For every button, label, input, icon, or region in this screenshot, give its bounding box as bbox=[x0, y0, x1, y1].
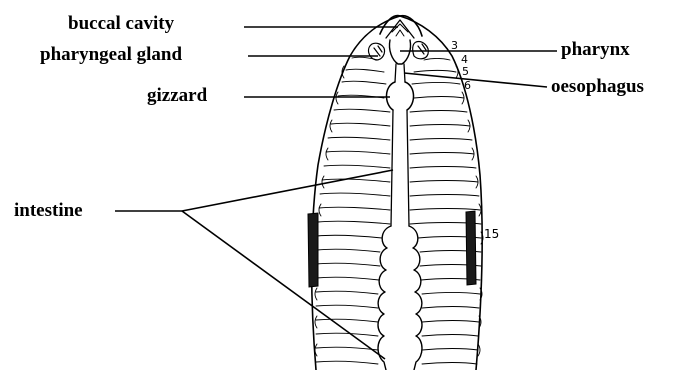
leader-intestine-upper bbox=[182, 170, 393, 211]
pharynx-shape bbox=[389, 40, 410, 64]
leader-intestine-lower bbox=[182, 211, 385, 359]
mouth-lines bbox=[392, 24, 408, 36]
label-buccal-cavity: buccal cavity bbox=[68, 14, 174, 33]
segment-number-4: 4 bbox=[461, 54, 468, 65]
clitellum-left bbox=[308, 213, 318, 287]
clitellum-right bbox=[466, 211, 476, 285]
segment-number-6: 6 bbox=[464, 80, 471, 91]
label-pharynx: pharynx bbox=[561, 40, 630, 59]
gizzard-shape bbox=[386, 82, 413, 110]
intestine-sacculated-right bbox=[409, 226, 422, 370]
label-pharyngeal-gland: pharyngeal gland bbox=[40, 45, 182, 64]
pharyngeal-gland-left bbox=[369, 43, 385, 60]
segment-number-3: 3 bbox=[451, 40, 458, 51]
buccal-cavity-shape bbox=[386, 20, 414, 38]
label-intestine: intestine bbox=[14, 201, 83, 220]
segment-number-5: 5 bbox=[462, 66, 469, 77]
oesophagus-shape bbox=[395, 64, 405, 82]
segment-number-15: 15 bbox=[484, 228, 499, 240]
label-oesophagus: oesophagus bbox=[551, 77, 644, 96]
prostomium bbox=[380, 16, 422, 36]
intestine-narrow bbox=[391, 110, 409, 226]
intestine-sacculated-left bbox=[378, 226, 391, 370]
label-gizzard: gizzard bbox=[147, 86, 207, 105]
leader-oesophagus bbox=[404, 73, 547, 87]
body-outline-right bbox=[400, 16, 482, 370]
